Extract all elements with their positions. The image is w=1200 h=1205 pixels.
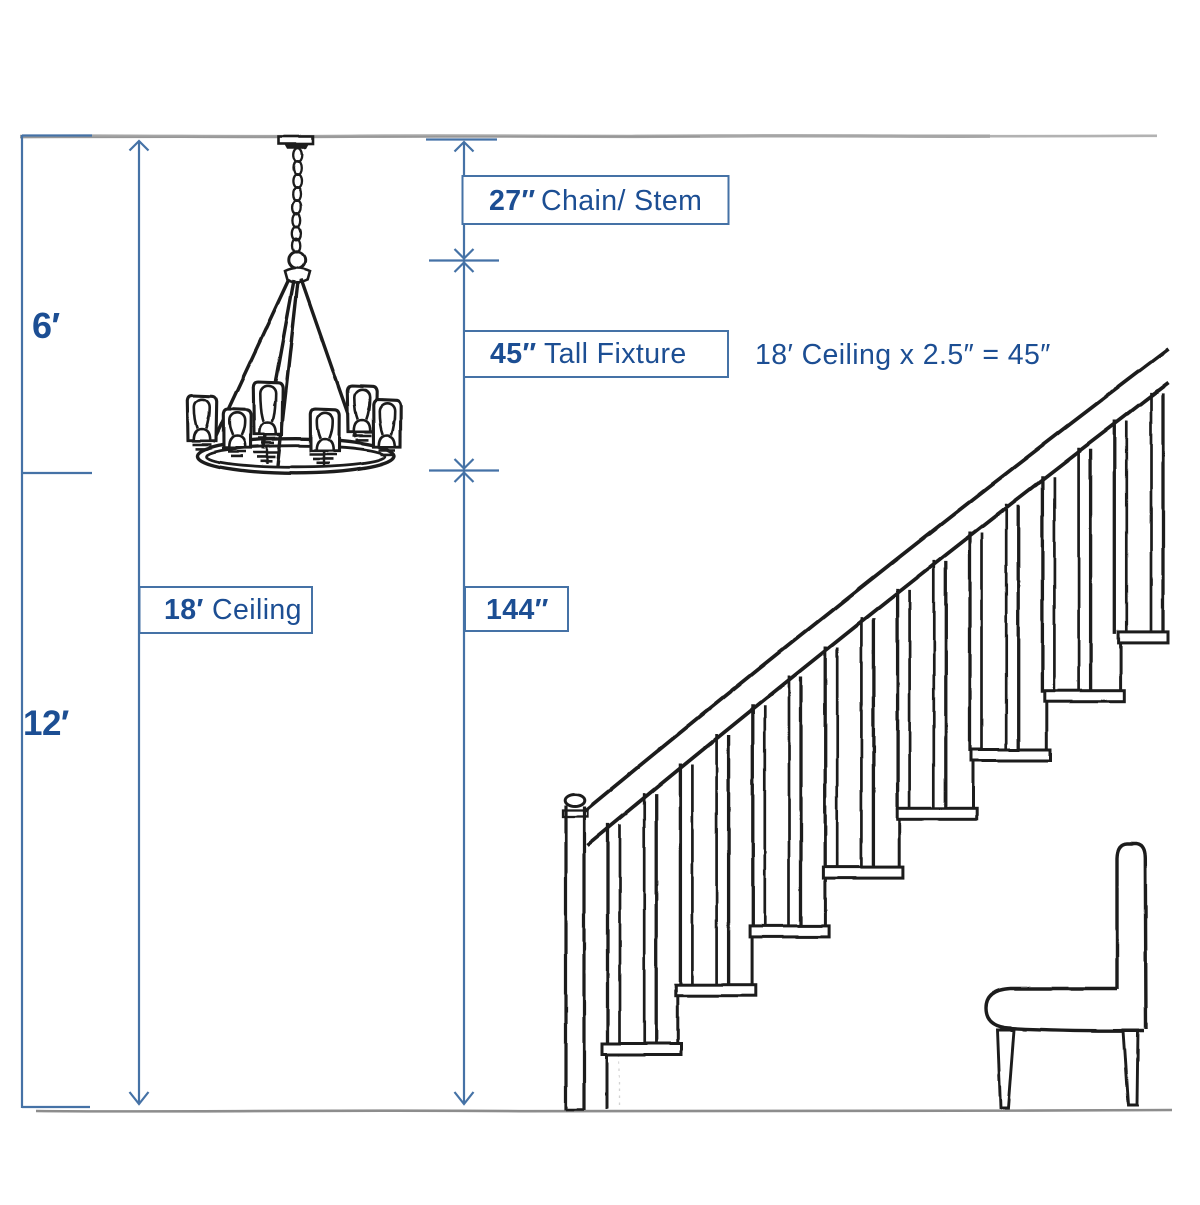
svg-text:18′: 18′ (164, 594, 204, 626)
svg-text:Chain/ Stem: Chain/ Stem (541, 185, 702, 217)
svg-text:144″: 144″ (486, 594, 549, 626)
svg-text:12′: 12′ (23, 704, 69, 743)
svg-text:Tall Fixture: Tall Fixture (544, 338, 687, 370)
svg-text:27″: 27″ (489, 185, 536, 217)
svg-text:18′ Ceiling x 2.5″ = 45″: 18′ Ceiling x 2.5″ = 45″ (755, 339, 1051, 371)
svg-text:Ceiling: Ceiling (212, 594, 302, 626)
svg-text:6′: 6′ (32, 305, 60, 346)
svg-text:45″: 45″ (490, 338, 537, 370)
